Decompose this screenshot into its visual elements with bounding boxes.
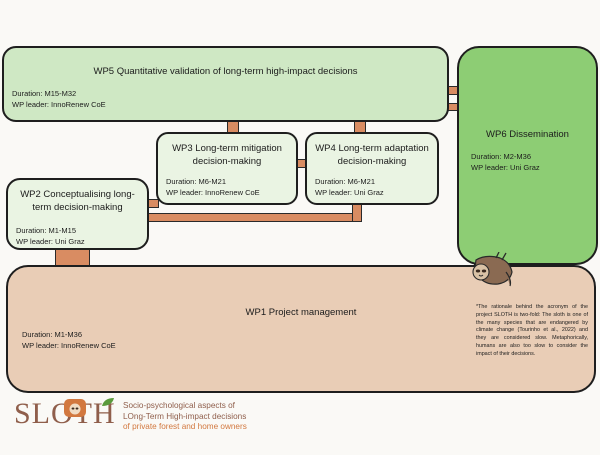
- wp4-title-line1: WP4 Long-term adaptation: [315, 143, 429, 154]
- wp2-leader: WP leader: Uni Graz: [16, 237, 85, 247]
- logo-sloth-icon: [64, 399, 86, 417]
- wp1-leader: WP leader: InnoRenew CoE: [22, 341, 116, 351]
- wp2-title-line2: term decision-making: [32, 201, 123, 213]
- wp4-leader: WP leader: Uni Graz: [315, 188, 384, 198]
- wp6-duration: Duration: M2-M36: [471, 152, 532, 161]
- wp6-title: WP6 Dissemination: [486, 129, 569, 140]
- wp4-duration: Duration: M6-M21: [315, 177, 376, 186]
- wp5-meta: Duration: M15-M32 WP leader: InnoRenew C…: [12, 88, 106, 111]
- wp3-title-line2: decision-making: [192, 155, 262, 167]
- wp4-box[interactable]: WP4 Long-term adaptation decision-making…: [305, 132, 439, 205]
- wp4-title: WP4 Long-term adaptation decision-making: [307, 143, 437, 169]
- wp1-title: WP1 Project management: [245, 307, 357, 318]
- wp5-box[interactable]: WP5 Quantitative validation of long-term…: [2, 46, 449, 122]
- wp4-title-line2: decision-making: [337, 155, 407, 167]
- wp1-duration: Duration: M1-M36: [22, 330, 83, 339]
- wp3-box[interactable]: WP3 Long-term mitigation decision-making…: [156, 132, 298, 205]
- wp5-leader: WP leader: InnoRenew CoE: [12, 100, 106, 110]
- wp2-title: WP2 Conceptualising long- term decision-…: [8, 189, 147, 215]
- wp2-box[interactable]: WP2 Conceptualising long- term decision-…: [6, 178, 149, 250]
- logo-tagline-line1: Socio-psychological aspects of: [123, 401, 235, 410]
- sloth-rationale-note: *The rationale behind the acronym of the…: [476, 304, 588, 357]
- connector-wp2-wp4-horizontal: [146, 213, 362, 222]
- logo-tagline-line2: LOng-Term High-impact decisions: [123, 411, 247, 421]
- wp3-title: WP3 Long-term mitigation decision-making: [158, 143, 296, 169]
- sloth-icon: [472, 252, 513, 287]
- wp5-duration: Duration: M15-M32: [12, 89, 77, 98]
- wp3-meta: Duration: M6-M21 WP leader: InnoRenew Co…: [166, 176, 260, 199]
- wp6-leader: WP leader: Uni Graz: [471, 163, 540, 173]
- logo-tagline: Socio-psychological aspects of LOng-Term…: [123, 401, 247, 433]
- wp6-meta: Duration: M2-M36 WP leader: Uni Graz: [471, 151, 540, 174]
- wp2-title-line1: WP2 Conceptualising long-: [20, 189, 135, 200]
- logo-leaf-icon: [102, 398, 114, 406]
- wp5-title: WP5 Quantitative validation of long-term…: [93, 66, 358, 77]
- wp2-duration: Duration: M1-M15: [16, 226, 77, 235]
- wp3-title-line1: WP3 Long-term mitigation: [172, 143, 282, 154]
- wp2-meta: Duration: M1-M15 WP leader: Uni Graz: [16, 225, 85, 248]
- wp4-meta: Duration: M6-M21 WP leader: Uni Graz: [315, 176, 384, 199]
- wp3-duration: Duration: M6-M21: [166, 177, 227, 186]
- connector-wp2-wp4-vertical: [352, 202, 362, 222]
- logo-tagline-line3: of private forest and home owners: [123, 422, 247, 431]
- wp1-meta: Duration: M1-M36 WP leader: InnoRenew Co…: [22, 329, 116, 352]
- wp6-box[interactable]: WP6 Dissemination Duration: M2-M36 WP le…: [457, 46, 598, 265]
- wp1-box[interactable]: WP1 Project management Duration: M1-M36 …: [6, 265, 596, 393]
- wp3-leader: WP leader: InnoRenew CoE: [166, 188, 260, 198]
